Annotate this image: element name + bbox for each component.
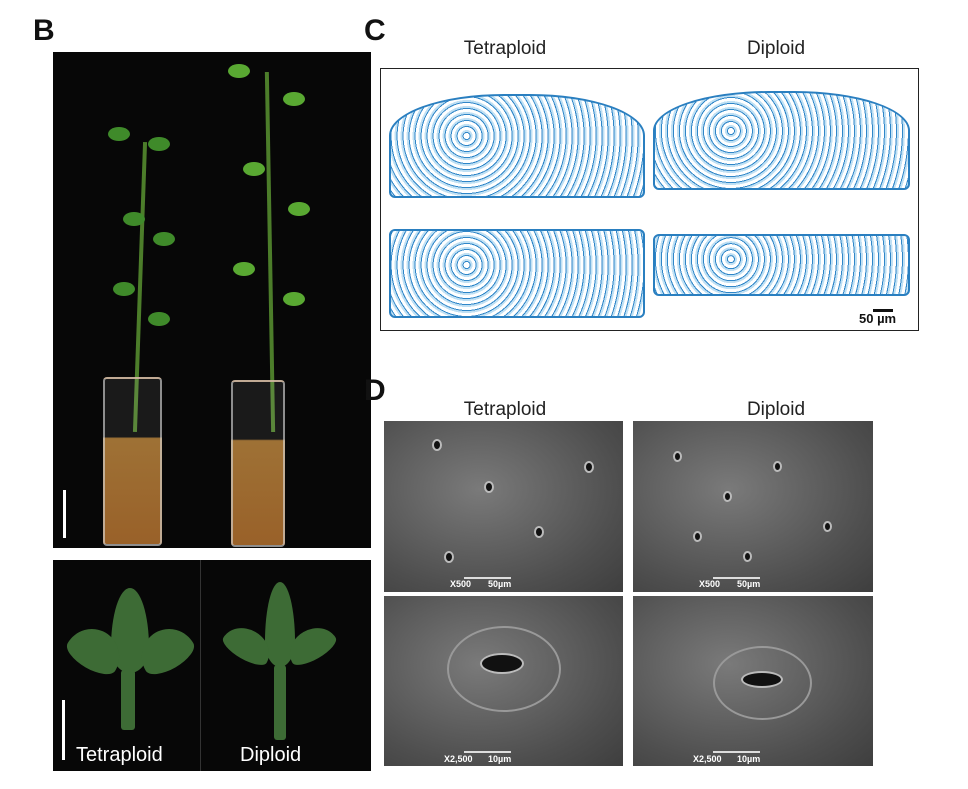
leaf-label-tetraploid: Tetraploid (76, 744, 163, 766)
leaf-label-diploid: Diploid (240, 744, 302, 766)
panel-label-c: C (364, 14, 386, 47)
tetraploid-lamina-section (389, 229, 645, 318)
panel-label-b: B (33, 14, 55, 47)
whole-plant-photo (53, 52, 371, 548)
diploid-lamina-section (653, 234, 910, 296)
diploid-midrib-section (653, 91, 910, 190)
scale-label: 50µm (737, 579, 761, 589)
leaf-cross-sections: 50 µm (380, 68, 919, 331)
d-title-diploid: Diploid (746, 399, 806, 420)
scale-label: 50µm (488, 579, 512, 589)
mag-label: X500 (699, 579, 721, 589)
sem-diploid-x500: X500 50µm (633, 421, 873, 592)
c-title-diploid: Diploid (746, 38, 806, 59)
stoma (741, 671, 783, 688)
tetraploid-midrib-section (389, 94, 645, 198)
panel-label-d: D (364, 374, 386, 407)
scale-bar (62, 700, 65, 760)
scale-bar (873, 309, 893, 312)
mag-label: X2,500 (444, 754, 473, 764)
sem-tetraploid-x2500: X2,500 10µm (384, 596, 623, 766)
tetraploid-tube (103, 377, 162, 546)
scale-bar (63, 490, 66, 538)
leaf-photo: Tetraploid Diploid (53, 560, 371, 771)
scale-label: 10µm (737, 754, 761, 764)
diploid-stem (264, 71, 276, 433)
d-title-tetraploid: Tetraploid (463, 399, 547, 420)
diploid-tube (231, 380, 285, 547)
stoma (480, 653, 524, 674)
c-scale-label: 50 µm (859, 311, 897, 326)
c-title-tetraploid: Tetraploid (463, 38, 547, 59)
mag-label: X500 (450, 579, 472, 589)
mag-label: X2,500 (693, 754, 722, 764)
sem-diploid-x2500: X2,500 10µm (633, 596, 873, 766)
scale-label: 10µm (488, 754, 512, 764)
sem-tetraploid-x500: X500 50µm (384, 421, 623, 592)
